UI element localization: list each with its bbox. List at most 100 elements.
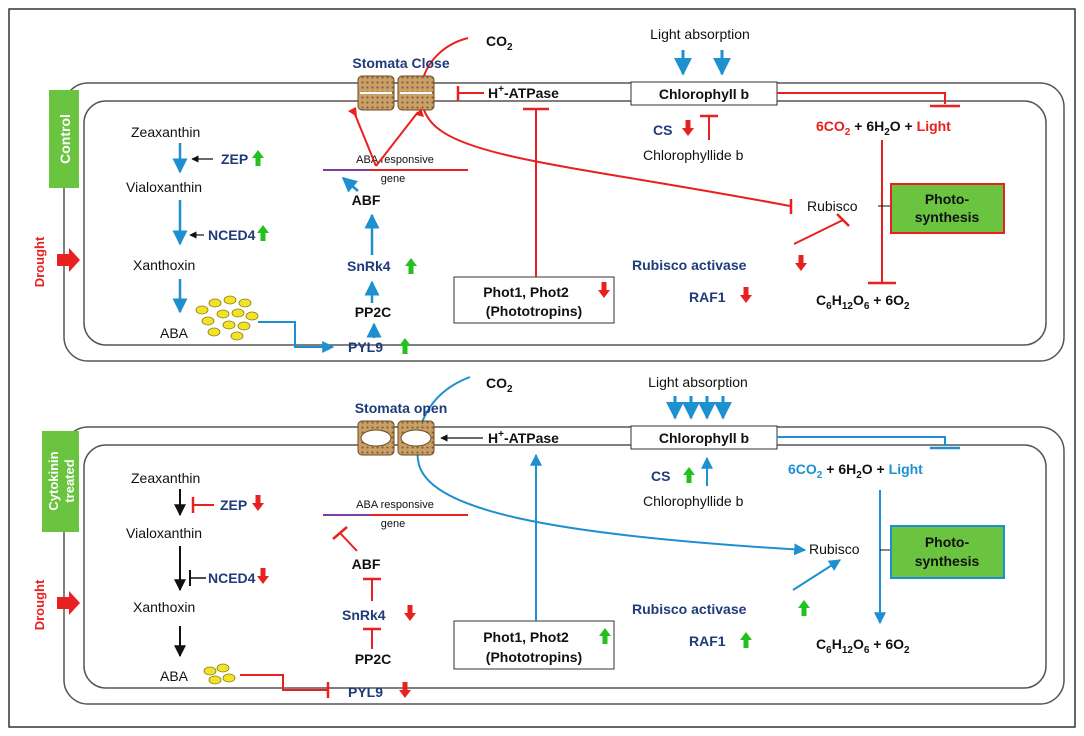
stomata-arrowhead-2 — [416, 108, 424, 117]
figure-border — [8, 8, 1076, 728]
gene-to-stomata-arrows — [353, 111, 419, 167]
vialoxanthin-label: Vialoxanthin — [126, 525, 202, 541]
phototropins-label-1: Phot1, Phot2 — [483, 284, 569, 300]
condition-label-1: Cytokinin — [46, 451, 61, 510]
snrk4-label: SnRk4 — [347, 258, 391, 274]
aba-label: ABA — [160, 325, 189, 341]
atpase-label: H+-ATPase — [488, 84, 559, 101]
condition-label-box — [49, 90, 79, 188]
aba-pyl9-inhibit-line — [240, 674, 328, 691]
phototropins-label-1: Phot1, Phot2 — [483, 629, 569, 645]
phototropins-box — [453, 620, 615, 670]
vialoxanthin-label: Vialoxanthin — [126, 179, 202, 195]
zep-regulation-arrow — [252, 495, 264, 511]
zeaxanthin-label: Zeaxanthin — [131, 124, 200, 140]
nced4-regulation-arrow — [257, 568, 269, 584]
condition-label: Control — [57, 114, 73, 164]
xanthoxin-label: Xanthoxin — [133, 257, 195, 273]
activase-inhibit-line — [793, 219, 844, 245]
photosynthesis-box — [890, 525, 1005, 579]
condition-label-2: treated — [62, 459, 77, 502]
glucose-equation: C6H12O6 + 6O2 — [816, 292, 910, 312]
zeaxanthin-label: Zeaxanthin — [131, 470, 200, 486]
raf1-regulation-arrow — [740, 632, 752, 648]
photosynthesis-label-2: synthesis — [915, 553, 980, 569]
phototropins-box — [453, 276, 615, 324]
chlorophyllide-label: Chlorophyllide b — [643, 147, 744, 163]
aba-gene-label-1: ABA responsive — [356, 499, 434, 511]
snrk4-regulation-arrow — [405, 258, 417, 274]
condition-label-box — [42, 431, 79, 532]
snrk4-label: SnRk4 — [342, 607, 386, 623]
stomata-label: Stomata Close — [352, 55, 449, 71]
panel-cytokinin: Cytokinin treated Drought CO2 Light abso… — [32, 374, 1065, 705]
cs-label: CS — [653, 122, 672, 138]
atpase-label: H+-ATPase — [488, 429, 559, 446]
stomata-label: Stomata open — [355, 400, 448, 416]
phototropins-label-2: (Phototropins) — [486, 303, 582, 319]
abf-label: ABF — [352, 192, 381, 208]
pyl9-regulation-arrow — [399, 682, 411, 698]
drought-arrow — [57, 248, 80, 272]
cell-inner-membrane — [83, 444, 1047, 689]
activase-inhibit-bar — [836, 213, 850, 227]
aba-molecules — [195, 295, 259, 341]
chlorophyll-inhibit-line — [777, 92, 946, 104]
photosynthesis-label-1: Photo- — [925, 534, 970, 550]
zep-regulation-arrow — [252, 150, 264, 166]
nced4-label: NCED4 — [208, 570, 256, 586]
drought-label: Drought — [32, 236, 47, 287]
rubisco-label: Rubisco — [809, 541, 860, 557]
cs-label: CS — [651, 468, 670, 484]
co2-label: CO2 — [486, 33, 513, 53]
cell-outer-wall — [63, 426, 1065, 705]
pyl9-label: PYL9 — [348, 339, 383, 355]
light-absorption-label: Light absorption — [648, 374, 748, 390]
photosynthesis-equation: 6CO2 + 6H2O + Light — [788, 461, 923, 481]
activase-to-rubisco-arrow — [792, 559, 842, 591]
xanthoxin-label: Xanthoxin — [133, 599, 195, 615]
glucose-equation: C6H12O6 + 6O2 — [816, 636, 910, 656]
raf1-regulation-arrow — [740, 287, 752, 303]
chlorophyll-label: Chlorophyll b — [659, 430, 749, 446]
chlorophyllide-label: Chlorophyllide b — [643, 493, 744, 509]
zep-label: ZEP — [221, 151, 248, 167]
co2-label: CO2 — [486, 375, 513, 395]
stomata-icon — [357, 420, 435, 456]
cs-regulation-arrow — [682, 120, 694, 136]
nced4-label: NCED4 — [208, 227, 256, 243]
photosynthesis-label-1: Photo- — [925, 191, 970, 207]
photosynthesis-equation: 6CO2 + 6H2O + Light — [816, 118, 951, 138]
chlorophyll-label: Chlorophyll b — [659, 86, 749, 102]
photosynthesis-box — [890, 183, 1005, 234]
rubisco-activase-label: Rubisco activase — [632, 257, 747, 273]
pyl9-label: PYL9 — [348, 684, 383, 700]
stomata-icon — [357, 75, 435, 111]
cell-outer-wall — [63, 82, 1065, 362]
snrk4-regulation-arrow — [404, 605, 416, 621]
photosynthesis-label-2: synthesis — [915, 209, 980, 225]
cs-regulation-arrow — [683, 467, 695, 483]
aba-molecules — [203, 663, 236, 685]
panel-control: Control Drought CO2 Light absorption Sto… — [32, 26, 1065, 362]
cell-inner-membrane — [83, 100, 1047, 346]
abf-gene-inhibit-line — [339, 532, 358, 552]
co2-blue-curve — [416, 376, 807, 556]
rubisco-activase-regulation-arrow — [795, 255, 807, 271]
chlorophyll-link-line — [777, 436, 946, 446]
aba-label: ABA — [160, 668, 189, 684]
aba-to-pyl9-arrow — [258, 321, 335, 353]
abf-gene-inhibit-bar — [332, 526, 348, 540]
nced4-regulation-arrow — [257, 225, 269, 241]
abf-to-gene-arrow — [341, 177, 359, 193]
pp2c-label: PP2C — [355, 304, 392, 320]
aba-gene-label-2: gene — [381, 518, 405, 530]
co2-red-curve — [419, 37, 791, 207]
pyl9-regulation-arrow — [399, 338, 411, 354]
zep-label: ZEP — [220, 497, 247, 513]
drought-arrow — [57, 591, 80, 615]
stomata-arrowhead-1 — [348, 107, 357, 117]
raf1-label: RAF1 — [689, 289, 726, 305]
aba-gene-label-2: gene — [381, 173, 405, 185]
